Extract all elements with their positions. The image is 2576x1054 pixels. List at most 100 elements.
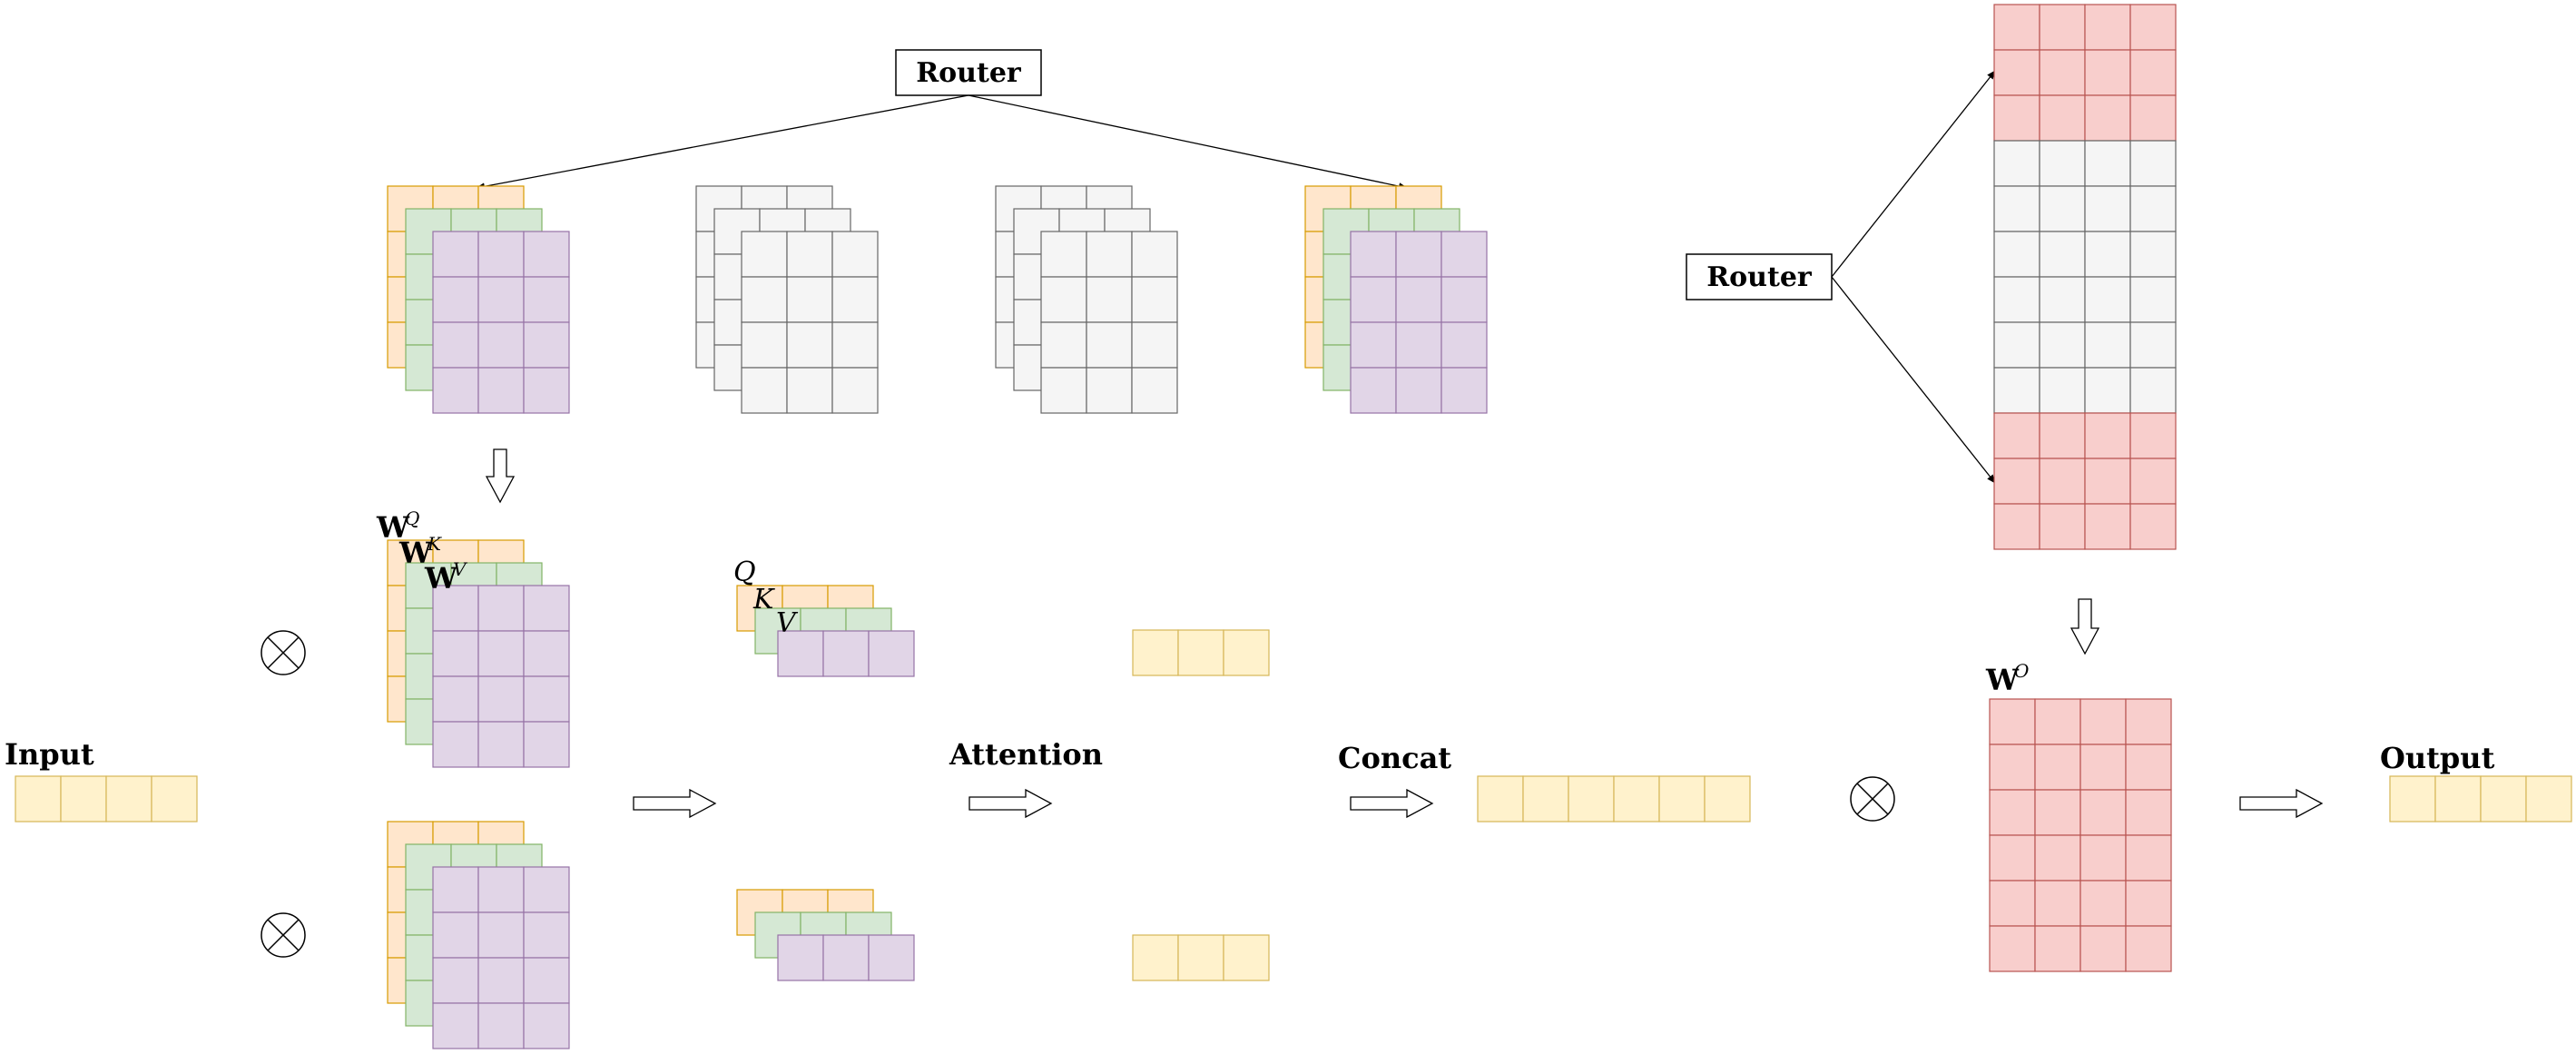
grid-cell <box>2079 834 2127 882</box>
grid-cell <box>868 934 915 981</box>
grid-cell <box>523 321 570 369</box>
grid-cell <box>1350 321 1397 369</box>
wq-superscript: Q <box>405 507 419 529</box>
grid-cell <box>1223 934 1270 981</box>
multiply-operator-top <box>261 630 306 675</box>
wo-matrix <box>1989 698 2172 972</box>
grid-cell <box>2039 49 2086 96</box>
grid-cell <box>2434 775 2482 823</box>
grid-cell <box>2084 4 2131 51</box>
grid-cell <box>1440 231 1488 278</box>
grid-cell <box>2125 834 2172 882</box>
grid-cell <box>1993 185 2040 232</box>
grid-cell <box>523 675 570 723</box>
grid-cell <box>2125 698 2172 745</box>
concat-vector-cells <box>1477 775 1751 823</box>
expert-1-layer-front <box>432 231 570 414</box>
grid-cell <box>1086 231 1133 278</box>
grid-cell <box>1131 276 1178 323</box>
grid-cell <box>741 321 788 369</box>
grid-cell <box>2480 775 2527 823</box>
grid-cell <box>786 276 833 323</box>
grid-cell <box>2129 185 2177 232</box>
multiply-operator-output <box>1850 776 1895 822</box>
grid-cell <box>2084 231 2131 278</box>
grid-cell <box>2129 276 2177 323</box>
attention-label: Attention <box>949 737 1103 772</box>
grid-cell <box>1993 49 2040 96</box>
multiply-operator-bottom <box>261 912 306 958</box>
router-right: Router <box>1686 253 1833 300</box>
grid-cell <box>60 775 107 823</box>
grid-cell <box>432 585 479 632</box>
wk-superscript: K <box>427 533 442 555</box>
output-vector-cells <box>2389 775 2572 823</box>
grid-cell <box>1040 321 1087 369</box>
grid-cell <box>2084 412 2131 459</box>
expert-3-layer-front <box>1040 231 1178 414</box>
attention-outputs <box>1132 629 1270 981</box>
router-right-label: Router <box>1706 261 1813 293</box>
wk-letter: W <box>398 536 433 570</box>
wo-expert-pool <box>1993 4 2177 550</box>
grid-cell <box>2039 458 2086 505</box>
grid-cell <box>2079 698 2127 745</box>
grid-cell <box>831 321 879 369</box>
grid-cell <box>523 957 570 1004</box>
grid-cell <box>1477 775 1524 823</box>
grid-cell <box>2079 880 2127 927</box>
grid-cell <box>1440 367 1488 414</box>
grid-cell <box>523 231 570 278</box>
grid-cell <box>1993 231 2040 278</box>
grid-cell <box>1993 458 2040 505</box>
grid-cell <box>2039 412 2086 459</box>
grid-cell <box>432 911 479 959</box>
grid-cell <box>1658 775 1706 823</box>
grid-cell <box>2084 458 2131 505</box>
grid-cell <box>1086 276 1133 323</box>
grid-cell <box>1522 775 1569 823</box>
grid-cell <box>523 1002 570 1049</box>
grid-cell <box>2129 321 2177 369</box>
grid-cell <box>2034 789 2081 836</box>
grid-cell <box>786 321 833 369</box>
input-vector-cells <box>15 775 198 823</box>
grid-cell <box>1704 775 1751 823</box>
weights-head-1-layer-front <box>432 585 570 768</box>
wo-matrix-cells <box>1989 698 2172 972</box>
grid-cell <box>432 231 479 278</box>
grid-cell <box>831 367 879 414</box>
grid-cell <box>1993 140 2040 187</box>
k-label: K <box>752 584 775 616</box>
grid-cell <box>1086 321 1133 369</box>
grid-cell <box>1993 412 2040 459</box>
wo-letter: W <box>1985 663 2020 697</box>
grid-cell <box>2129 94 2177 142</box>
grid-cell <box>1132 934 1179 981</box>
grid-cell <box>2039 321 2086 369</box>
weight-stacks <box>387 539 570 1049</box>
grid-cell <box>2125 880 2172 927</box>
grid-cell <box>1395 276 1442 323</box>
grid-cell <box>1177 629 1224 676</box>
grid-cell <box>477 721 525 768</box>
grid-cell <box>2084 140 2131 187</box>
grid-cell <box>432 630 479 677</box>
router-top-arrow-left <box>476 94 969 191</box>
grid-cell <box>1395 321 1442 369</box>
grid-cell <box>2084 49 2131 96</box>
router-top-arrow-right <box>968 94 1408 191</box>
grid-cell <box>1223 629 1270 676</box>
right-arrow-output <box>2239 788 2324 819</box>
grid-cell <box>786 231 833 278</box>
grid-cell <box>477 630 525 677</box>
grid-cell <box>2129 503 2177 550</box>
grid-cell <box>2079 789 2127 836</box>
grid-cell <box>1989 880 2036 927</box>
grid-cell <box>831 276 879 323</box>
weights-head-2-layer-front <box>432 866 570 1049</box>
grid-cell <box>432 721 479 768</box>
grid-cell <box>741 367 788 414</box>
grid-cell <box>1613 775 1660 823</box>
